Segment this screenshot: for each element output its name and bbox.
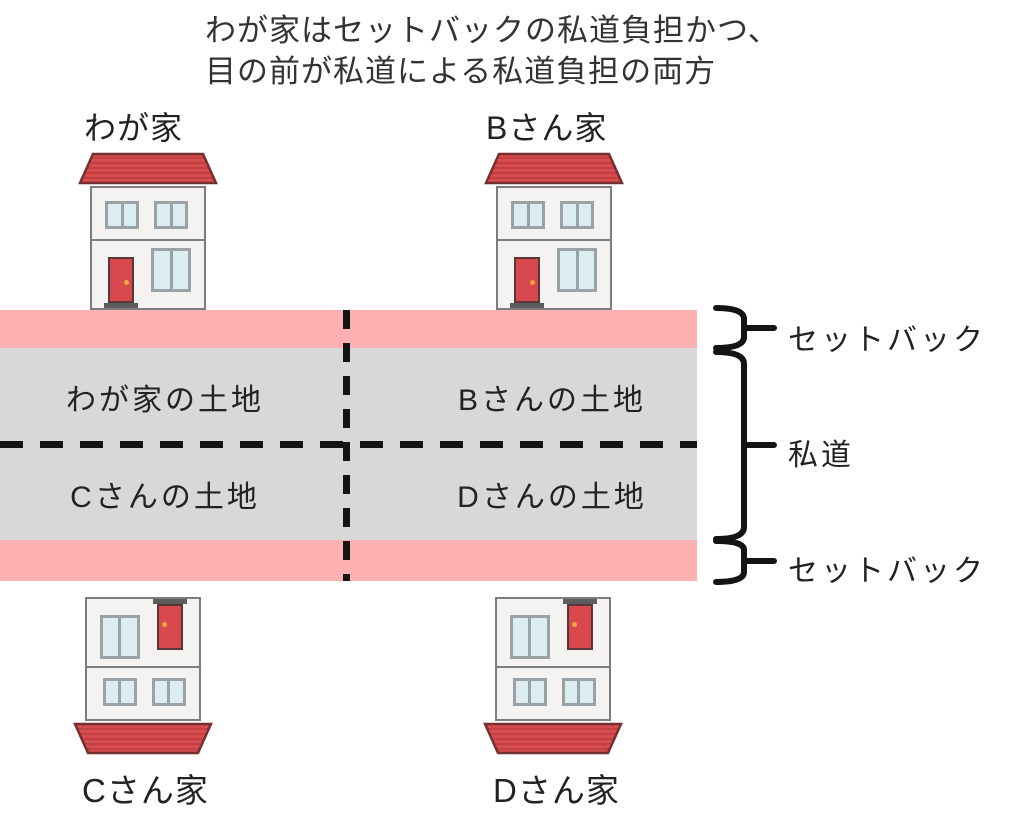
window-icon [511,201,545,229]
window-pane [565,681,578,703]
diagram-title: わが家はセットバックの私道負担かつ、 目の前が私道による私道負担の両方 [205,10,780,92]
window-pane [155,681,168,703]
upper-floor [497,666,609,719]
window-pane [172,251,188,289]
plot-label-b-land: Bさんの土地 [457,384,646,417]
house-d [483,597,623,755]
window-pane [157,204,170,226]
window-pane [123,204,136,226]
window-pane [103,618,119,656]
door-sill [104,303,138,308]
upper-floor [498,188,610,241]
annotation-private-road: 私道 [788,439,854,472]
plot-label-c-land: Cさんの土地 [70,481,260,514]
window-pane [154,251,170,289]
label-house-d: Dさん家 [493,772,620,809]
window-pane [516,681,529,703]
plot-label-d-land: Dさんの土地 [457,481,647,514]
window-icon [562,678,596,706]
window-pane [121,618,137,656]
plot-label-my-land: わが家の土地 [66,384,264,417]
door-icon [514,257,540,303]
label-house-c: Cさん家 [82,772,209,809]
ground-floor [498,241,610,308]
brace-setback-bottom [713,538,777,585]
door-knob [530,280,535,285]
window-pane [531,618,547,656]
label-my-house: わが家 [84,110,184,146]
door-sill [510,303,544,308]
window-pane [560,251,576,289]
upper-floor [92,188,204,241]
window-icon [557,248,597,292]
window-pane [513,618,529,656]
window-pane [531,681,544,703]
title-line-1: わが家はセットバックの私道負担かつ、 [205,13,780,48]
door-icon [108,257,134,303]
window-icon [105,201,139,229]
window-pane [580,681,593,703]
door-knob [572,622,577,627]
window-icon [513,678,547,706]
ground-floor [497,599,609,666]
vertical-boundary-dashed-line [343,310,350,581]
label-house-b: Bさん家 [486,110,608,146]
window-icon [560,201,594,229]
window-icon [154,201,188,229]
ground-floor [87,599,199,666]
brace-group [713,305,777,585]
house-body [495,597,611,721]
door-knob [124,280,129,285]
house-c [73,597,213,755]
house-body [496,186,612,310]
window-pane [578,204,591,226]
window-pane [563,204,576,226]
window-icon [151,248,191,292]
house-b [484,152,624,310]
window-icon [100,615,140,659]
brace-private-road [713,349,777,542]
annotation-setback-top: セットバック [788,324,986,357]
window-pane [106,681,119,703]
window-pane [514,204,527,226]
window-pane [578,251,594,289]
window-icon [510,615,550,659]
annotation-setback-bottom: セットバック [788,555,986,588]
window-pane [172,204,185,226]
house-my-house [78,152,218,310]
window-pane [121,681,134,703]
window-pane [170,681,183,703]
window-icon [152,678,186,706]
house-body [90,186,206,310]
door-icon [567,604,593,650]
door-icon [157,604,183,650]
window-pane [108,204,121,226]
window-icon [103,678,137,706]
upper-floor [87,666,199,719]
roof-icon [484,152,624,185]
door-knob [162,622,167,627]
roof-icon [78,152,218,185]
window-pane [529,204,542,226]
title-line-2: 目の前が私道による私道負担の両方 [205,54,717,89]
roof-icon [483,722,623,755]
ground-floor [92,241,204,308]
roof-icon [73,722,213,755]
brace-setback-top [713,305,777,351]
house-body [85,597,201,721]
